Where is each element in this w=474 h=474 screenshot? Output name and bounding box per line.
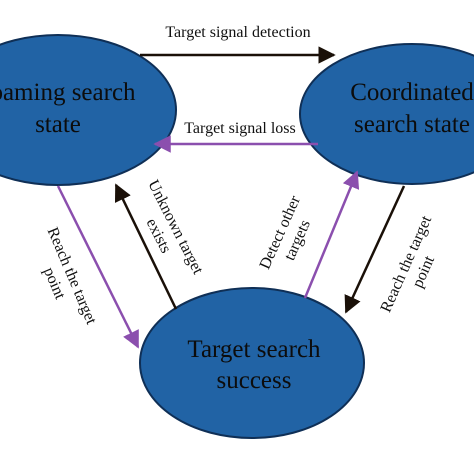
node-coordinated-label-line2: search state <box>354 111 470 138</box>
node-target-search-success: Target search success <box>139 287 365 439</box>
edge-loss-label: Target signal loss <box>184 120 295 137</box>
node-success-label-line2: success <box>217 367 292 394</box>
node-coordinated-label-line1: Coordinated <box>350 79 474 106</box>
edge-target-signal-detection: Target signal detection <box>140 24 336 64</box>
node-roaming-search-state: oaming search state <box>0 34 177 186</box>
edge-target-signal-loss: Target signal loss <box>153 120 318 153</box>
edge-detect-other-targets: Detect other targets <box>256 170 360 299</box>
edge-unknown-target-exists: Unknown target exists <box>114 177 207 310</box>
node-success-label-line1: Target search <box>187 336 321 363</box>
edge-reach-target-point-right: Reach the target point <box>344 185 438 315</box>
node-roaming-label-line2: state <box>35 111 81 138</box>
edge-detection-label: Target signal detection <box>165 24 310 41</box>
edge-reach-target-point-left: Reach the target point <box>40 185 140 349</box>
node-roaming-label-line1: oaming search <box>0 79 136 106</box>
node-coordinated-search-state: Coordinated search state <box>299 43 474 185</box>
